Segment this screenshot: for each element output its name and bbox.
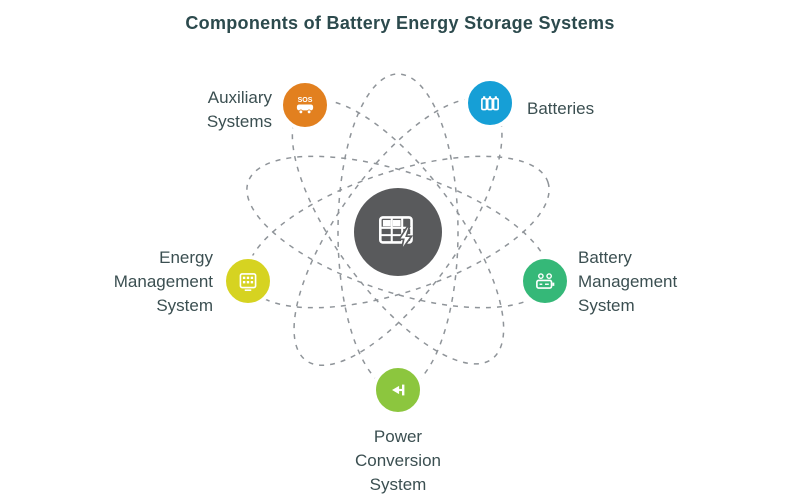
node-auxiliary-systems: SOS [279, 79, 331, 131]
sos-vehicle-icon: SOS [292, 92, 318, 118]
battery-storage-grid-icon [373, 207, 423, 257]
orbit-ellipse [246, 155, 550, 309]
node-batteries [464, 77, 516, 129]
label-auxiliary-systems: Auxiliary Systems [206, 88, 272, 131]
label-power-conversion-system: Power Conversion System [355, 427, 441, 494]
svg-text:SOS: SOS [298, 97, 313, 104]
node-energy-management-system [222, 255, 274, 307]
control-panel-icon [235, 268, 261, 294]
label-batteries: Batteries [527, 99, 595, 118]
battery-monitor-icon [532, 268, 558, 294]
page-title: Components of Battery Energy Storage Sys… [185, 13, 615, 33]
power-converter-icon [385, 377, 411, 403]
node-battery-management-system [519, 255, 571, 307]
center-node-battery-storage [350, 184, 446, 280]
label-energy-management-system: Energy Management System [113, 248, 213, 315]
battery-cells-icon [477, 90, 503, 116]
label-battery-management-system: Battery Management System [578, 248, 678, 315]
node-power-conversion-system [372, 364, 424, 416]
